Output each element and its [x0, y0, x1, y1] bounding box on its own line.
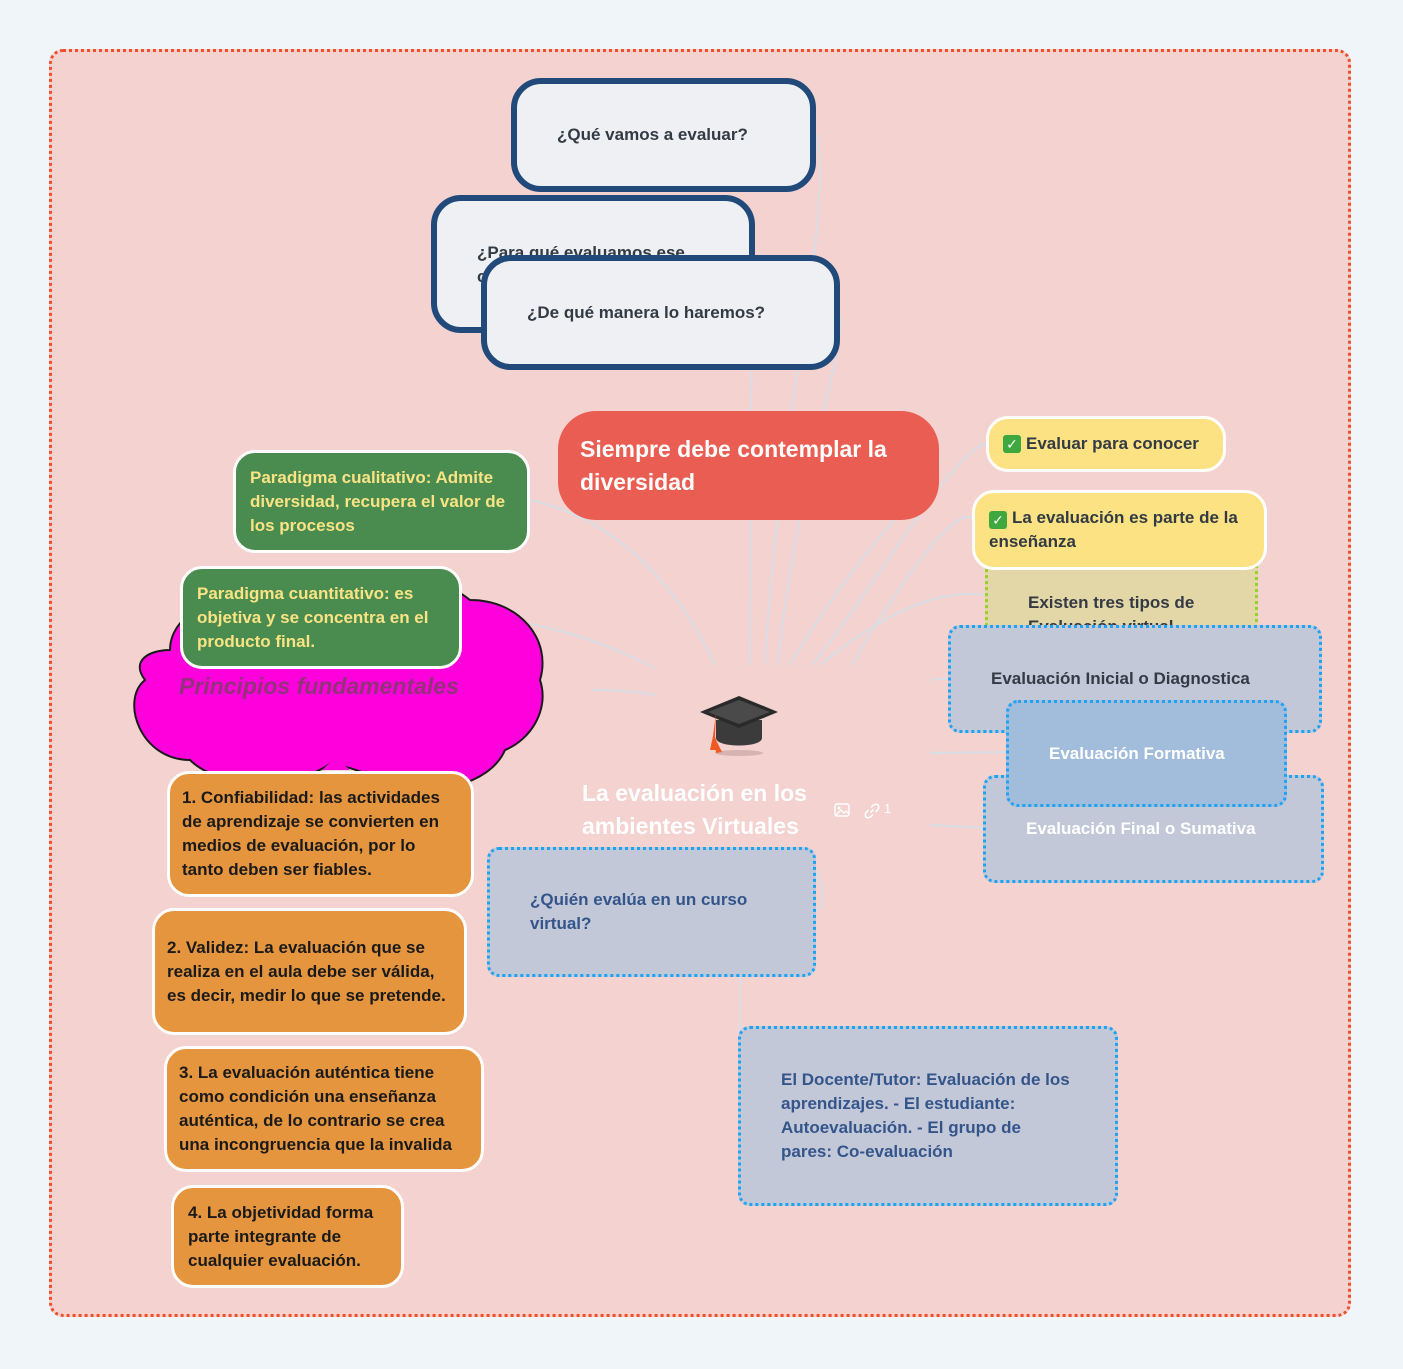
- evaluadores-node[interactable]: El Docente/Tutor: Evaluación de los apre…: [738, 1026, 1118, 1206]
- connector-line: [929, 677, 951, 681]
- paradigma-cualitativo-label: Paradigma cualitativo: Admite diversidad…: [250, 467, 506, 535]
- link-icon[interactable]: [864, 803, 880, 819]
- connector-line: [819, 592, 987, 666]
- connector-line: [591, 689, 656, 696]
- question-how-label: ¿De qué manera lo haremos?: [527, 302, 766, 322]
- principios-title[interactable]: Principios fundamentales: [179, 673, 459, 699]
- evaluacion-formativa-node[interactable]: Evaluación Formativa: [1006, 700, 1287, 807]
- cloud-pointer: [322, 757, 350, 770]
- connector-line: [929, 824, 986, 829]
- checkmark-icon: ✓: [989, 511, 1007, 529]
- evaluacion-inicial-label: Evaluación Inicial o Diagnostica: [991, 669, 1250, 688]
- image-icon[interactable]: [834, 803, 850, 817]
- evaluacion-formativa-label: Evaluación Formativa: [1049, 743, 1225, 763]
- evaluar-conocer-node[interactable]: ✓ Evaluar para conocer: [986, 416, 1226, 472]
- principio-item[interactable]: 2. Validez: La evaluación que se realiza…: [152, 908, 467, 1035]
- diversity-label: Siempre debe contemplar la diversidad: [580, 435, 887, 495]
- paradigma-cuantitativo-label: Paradigma cuantitativo: es objetiva y se…: [197, 583, 429, 651]
- question-what-node[interactable]: ¿Qué vamos a evaluar?: [511, 78, 816, 192]
- principio-item[interactable]: 4. La objetividad forma parte integrante…: [171, 1185, 404, 1288]
- principio-label: 3. La evaluación auténtica tiene como co…: [179, 1063, 453, 1154]
- evaluadores-label: El Docente/Tutor: Evaluación de los apre…: [781, 1070, 1070, 1161]
- evaluacion-ensenanza-node[interactable]: ✓La evaluación es parte de la enseñanza: [972, 490, 1267, 570]
- link-count: 1: [884, 801, 892, 816]
- paradigma-cualitativo-node[interactable]: Paradigma cualitativo: Admite diversidad…: [233, 450, 530, 553]
- principio-label: 4. La objetividad forma parte integrante…: [188, 1202, 374, 1270]
- connector-line: [814, 869, 825, 911]
- connector-line: [764, 134, 821, 666]
- evaluar-conocer-label: Evaluar para conocer: [1026, 434, 1199, 453]
- question-what-label: ¿Qué vamos a evaluar?: [557, 125, 748, 144]
- central-topic[interactable]: La evaluación en los ambientes Virtuales: [582, 780, 807, 839]
- question-how-node[interactable]: ¿De qué manera lo haremos?: [481, 255, 840, 370]
- evaluacion-final-label: Evaluación Final o Sumativa: [1026, 819, 1256, 838]
- quien-evalua-label: ¿Quién evalúa en un curso virtual?: [530, 890, 748, 933]
- graduation-cap-icon: [700, 696, 778, 756]
- connector-line: [529, 499, 716, 666]
- principio-item[interactable]: 3. La evaluación auténtica tiene como co…: [164, 1046, 484, 1172]
- diversity-node[interactable]: Siempre debe contemplar la diversidad: [558, 411, 939, 520]
- connector-line: [851, 516, 974, 666]
- quien-evalua-node[interactable]: ¿Quién evalúa en un curso virtual?: [487, 847, 816, 977]
- principio-label: 1. Confiabilidad: las actividades de apr…: [182, 788, 440, 879]
- principio-item[interactable]: 1. Confiabilidad: las actividades de apr…: [167, 771, 474, 897]
- checkmark-icon: ✓: [1003, 435, 1021, 453]
- connector-line: [811, 442, 989, 666]
- principio-label: 2. Validez: La evaluación que se realiza…: [167, 937, 446, 1005]
- connector-line: [929, 751, 1009, 754]
- evaluacion-ensenanza-label: ✓La evaluación es parte de la enseñanza: [989, 508, 1238, 551]
- paradigma-cuantitativo-node[interactable]: Paradigma cuantitativo: es objetiva y se…: [180, 566, 462, 669]
